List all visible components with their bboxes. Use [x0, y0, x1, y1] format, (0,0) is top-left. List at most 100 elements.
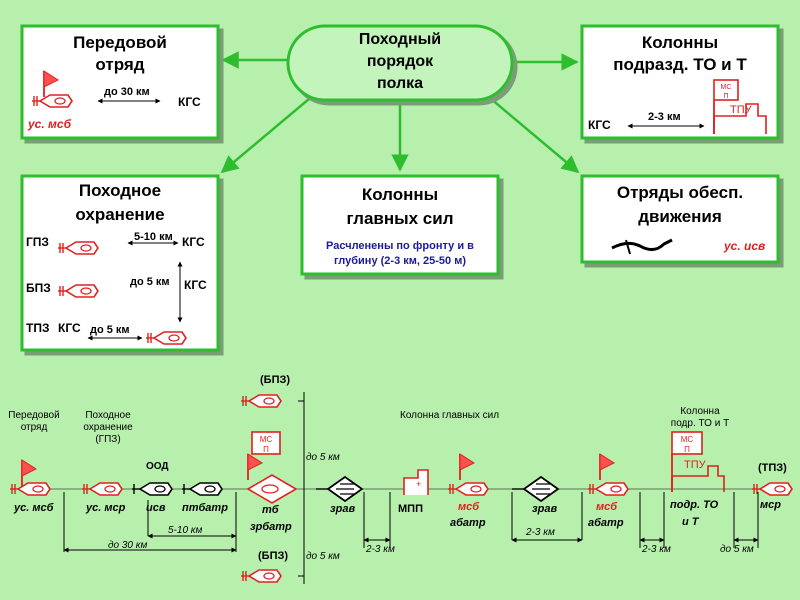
ptbatr-vehicle-icon	[181, 482, 223, 496]
advance-kgs: КГС	[178, 95, 201, 109]
b-bpz-bottom: (БПЗ)	[258, 550, 288, 562]
tpu-icon	[671, 465, 725, 492]
b-d5-up: до 5 км	[306, 452, 340, 463]
guard-kgs1: КГС	[182, 235, 205, 249]
box-march-guard: Походное охранение ГПЗ 5-10 км КГС БПЗ д…	[20, 174, 220, 352]
support-unit: ус. исв	[723, 239, 765, 253]
b-abatr1: абатр	[450, 517, 486, 529]
b-mpp: МПП	[398, 503, 423, 515]
box-advance-title-2: отряд	[95, 55, 144, 74]
box-support-title-1: Отряды обесп.	[617, 183, 743, 202]
b-msb1: мсб	[458, 501, 480, 513]
b-ood: ООД	[146, 461, 169, 472]
b-us-msr: ус. мср	[85, 502, 126, 514]
b-to-label-1: Колонна	[680, 406, 720, 417]
b-msr: мср	[760, 499, 781, 511]
b-main-label: Колонна главных сил	[400, 410, 499, 421]
b-msp2-1: МС	[681, 435, 694, 444]
b-tpz: (ТПЗ)	[758, 462, 787, 474]
b-zrbatr: зрбатр	[250, 521, 292, 533]
b-tb: тб	[262, 504, 280, 516]
b-guard-label-2: охранение	[83, 422, 133, 433]
center-node: Походный порядок полка	[286, 24, 514, 102]
guard-bpz: БПЗ	[26, 281, 51, 295]
b-d5-down: до 5 км	[306, 551, 340, 562]
center-title-2: порядок	[367, 53, 434, 70]
zrbatr-icon	[246, 474, 298, 504]
b-d-23-c: 2-3 км	[641, 544, 671, 555]
to-msp-2: П	[723, 93, 728, 100]
flag-icon	[21, 459, 37, 487]
b-podr-to-1: подр. ТО	[670, 499, 719, 511]
box-to-title-2: подразд. ТО и Т	[613, 55, 747, 74]
box-guard-title-2: охранение	[75, 205, 164, 224]
guard-kgs2: КГС	[184, 278, 207, 292]
guard-d1: 5-10 км	[134, 231, 173, 243]
b-guard-label-3: (ГПЗ)	[95, 434, 120, 445]
advance-unit: ус. мсб	[27, 117, 72, 131]
b-d-5-10: 5-10 км	[168, 525, 203, 536]
bottom-scheme: Передовой отряд Походное охранение (ГПЗ)…	[8, 374, 793, 584]
b-zrav2: зрав	[532, 503, 557, 515]
msp-icon	[251, 431, 281, 455]
b-msp2-2: П	[684, 445, 690, 454]
box-support-title-2: движения	[638, 207, 722, 226]
to-msp-1: МС	[721, 84, 732, 91]
vehicle-icon	[447, 482, 489, 496]
b-us-msb: ус. мсб	[13, 502, 55, 514]
guard-tpz: ТПЗ	[26, 321, 49, 335]
b-d-23-a: 2-3 км	[365, 544, 395, 555]
to-kgs: КГС	[588, 118, 611, 132]
vehicle-icon	[587, 482, 629, 496]
distance-lines	[63, 492, 759, 553]
box-main-title-1: Колонны	[362, 185, 438, 204]
b-d-23-b: 2-3 км	[525, 527, 555, 538]
top-connectors	[220, 51, 580, 174]
guard-gpz: ГПЗ	[26, 235, 49, 249]
b-d-5-end: до 5 км	[720, 544, 754, 555]
b-advance-label-1: Передовой	[8, 410, 59, 421]
b-to-label-2: подр. ТО и Т	[671, 418, 729, 429]
b-advance-label-2: отряд	[21, 422, 48, 433]
isv-vehicle-icon	[131, 482, 173, 496]
b-podr-to-2: и Т	[682, 516, 700, 528]
box-main-title-2: главных сил	[346, 209, 453, 228]
box-advance-detachment: Передовой отряд до 30 км КГС ус. мсб	[20, 24, 220, 140]
b-msp1-2: П	[263, 445, 269, 454]
b-zrav1: зрав	[330, 503, 355, 515]
main-note-2: глубину (2-3 км, 25-50 м)	[334, 255, 466, 267]
box-main-forces: Колонны главных сил Расчленены по фронту…	[300, 174, 500, 276]
b-ptbatr: птбатр	[182, 502, 228, 514]
flag-icon	[459, 453, 475, 481]
to-tpu: ТПУ	[730, 104, 753, 116]
guard-d3: до 5 км	[90, 324, 130, 336]
msp-icon	[671, 431, 703, 455]
vehicle-icon	[81, 482, 123, 496]
b-guard-label-1: Походное	[85, 410, 131, 421]
guard-d2: до 5 км	[130, 276, 170, 288]
b-bpz-top: (БПЗ)	[260, 374, 290, 386]
box-movement-support: Отряды обесп. движения ус. исв	[580, 174, 780, 264]
guard-kgs3: КГС	[58, 321, 81, 335]
b-isv: исв	[146, 502, 166, 514]
b-abatr2: абатр	[588, 517, 624, 529]
flag-icon	[599, 453, 615, 481]
mpp-icon	[403, 469, 429, 495]
box-guard-title-1: Походное	[79, 181, 161, 200]
vehicle-icon	[240, 569, 282, 583]
vehicle-icon	[240, 394, 282, 408]
b-tpu: ТПУ	[684, 459, 707, 471]
to-distance: 2-3 км	[648, 111, 681, 123]
mpp-plus-icon: +	[416, 479, 421, 489]
box-to-title-1: Колонны	[642, 33, 718, 52]
b-msp1-1: МС	[260, 435, 273, 444]
b-d-30: до 30 км	[108, 540, 147, 551]
msp-icon	[713, 79, 739, 101]
advance-distance: до 30 км	[104, 86, 150, 98]
vehicle-icon	[9, 482, 51, 496]
box-columns-to: Колонны подразд. ТО и Т КГС 2-3 км МС П …	[580, 24, 780, 140]
b-msb2: мсб	[596, 501, 618, 513]
support-route-icon	[611, 238, 673, 251]
center-title-3: полка	[377, 75, 423, 92]
